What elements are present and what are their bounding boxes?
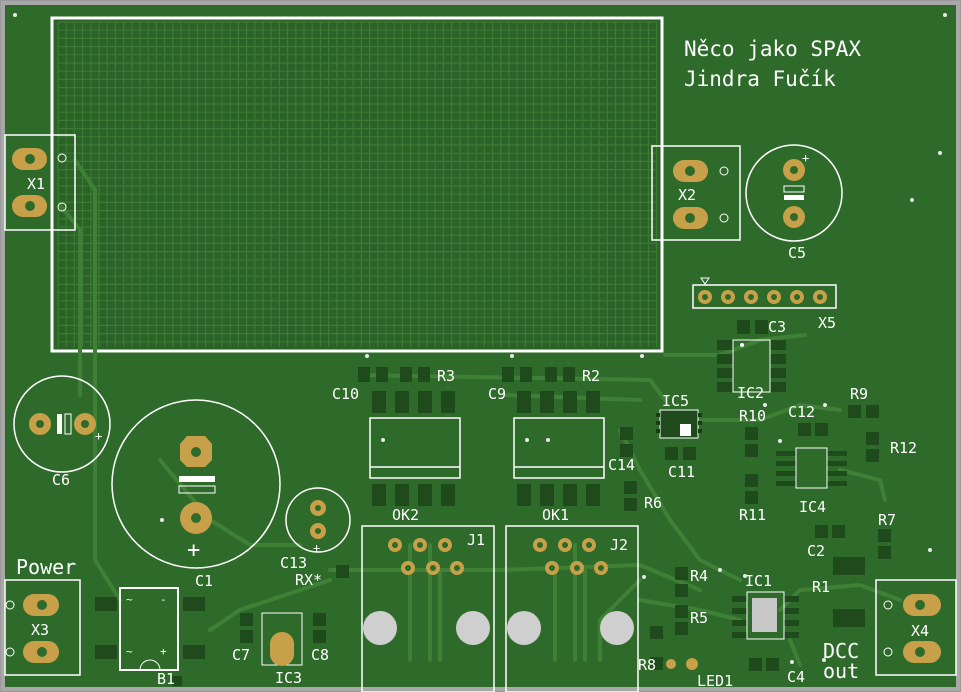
connector-x2[interactable]: X2 — [651, 145, 741, 241]
board-title-line1: Něco jako SPAX — [684, 37, 861, 61]
label-r1: R1 — [812, 578, 830, 596]
label-c10: C10 — [332, 385, 359, 403]
label-ic2: IC2 — [737, 384, 764, 402]
label-c9: C9 — [488, 385, 506, 403]
label-rx: RX* — [295, 571, 322, 589]
label-r5: R5 — [690, 609, 708, 627]
label-r8: R8 — [638, 656, 656, 674]
label-r9: R9 — [850, 385, 868, 403]
label-x1: X1 — [27, 175, 45, 193]
capacitor-c1[interactable]: + C1 — [111, 399, 281, 590]
label-j1: J1 — [467, 531, 485, 549]
svg-text:-: - — [160, 593, 167, 606]
label-c3: C3 — [768, 318, 786, 336]
label-ic3: IC3 — [275, 669, 302, 687]
label-c12: C12 — [788, 403, 815, 421]
label-j2: J2 — [610, 536, 628, 554]
label-r2: R2 — [582, 367, 600, 385]
svg-text:+: + — [802, 151, 809, 165]
connector-x3[interactable]: X3 — [4, 579, 81, 676]
prototype-grid-area — [50, 16, 664, 353]
label-c7: C7 — [232, 646, 250, 664]
label-c2: C2 — [807, 542, 825, 560]
label-c5: C5 — [788, 244, 806, 262]
capacitor-c5[interactable]: + C5 — [745, 144, 843, 262]
label-ic1: IC1 — [745, 572, 772, 590]
label-x4: X4 — [911, 622, 929, 640]
svg-text:+: + — [187, 538, 200, 563]
bridge-b1[interactable]: ~ ~ - + — [119, 587, 179, 671]
label-led1: LED1 — [697, 672, 733, 690]
jack-j2[interactable]: J2 — [505, 525, 639, 692]
label-r7: R7 — [878, 511, 896, 529]
ic2-outline — [732, 339, 771, 393]
ic5[interactable] — [656, 409, 702, 439]
label-c8: C8 — [311, 646, 329, 664]
svg-text:+: + — [95, 429, 102, 443]
label-r6: R6 — [644, 494, 662, 512]
ic1[interactable] — [746, 591, 785, 640]
label-r10: R10 — [739, 407, 766, 425]
label-ic5: IC5 — [662, 392, 689, 410]
label-ok1: OK1 — [542, 506, 569, 524]
label-r3: R3 — [437, 367, 455, 385]
svg-text:+: + — [160, 645, 167, 658]
label-c6: C6 — [52, 471, 70, 489]
label-r11: R11 — [739, 506, 766, 524]
connector-x4[interactable]: X4 — [875, 579, 957, 676]
capacitor-c13[interactable]: + C13 — [280, 487, 351, 572]
label-ic4: IC4 — [799, 498, 826, 516]
led1[interactable] — [666, 658, 698, 670]
label-b1: B1 — [157, 670, 175, 688]
label-c11: C11 — [668, 463, 695, 481]
label-c13: C13 — [280, 554, 307, 572]
capacitor-c6[interactable]: + C6 — [13, 375, 111, 489]
label-x5: X5 — [818, 314, 836, 332]
smd-pads — [95, 320, 891, 686]
label-c4: C4 — [787, 668, 805, 686]
connector-x1[interactable]: X1 — [4, 134, 76, 231]
jack-j1[interactable]: J1 — [361, 525, 495, 692]
label-power: Power — [16, 555, 76, 579]
label-x2: X2 — [678, 186, 696, 204]
label-ok2: OK2 — [392, 506, 419, 524]
board-title-line2: Jindra Fučík — [684, 67, 836, 91]
svg-text:~: ~ — [126, 645, 133, 658]
ic4-outline — [795, 447, 828, 489]
label-x3: X3 — [31, 621, 49, 639]
svg-text:+: + — [313, 541, 320, 555]
label-dcc: DCC — [823, 639, 859, 663]
svg-text:~: ~ — [126, 593, 133, 606]
header-x5[interactable]: X5 — [692, 277, 837, 332]
label-c14: C14 — [608, 456, 635, 474]
label-r4: R4 — [690, 567, 708, 585]
ok2-outline — [369, 417, 461, 479]
ic3[interactable] — [261, 612, 303, 666]
label-c1: C1 — [195, 572, 213, 590]
label-r12: R12 — [890, 439, 917, 457]
vias — [13, 13, 947, 664]
label-out: out — [823, 659, 859, 683]
ok1-outline — [513, 417, 605, 479]
